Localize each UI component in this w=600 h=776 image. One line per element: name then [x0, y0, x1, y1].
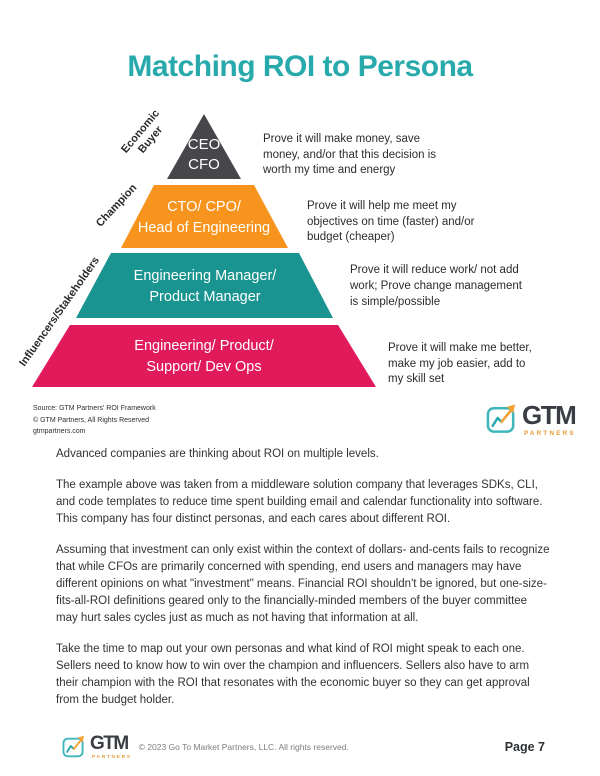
gtm-partners-logo: GTM PARTNERS: [486, 400, 577, 437]
page-footer: GTM PARTNERS © 2023 Go To Market Partner…: [0, 734, 600, 760]
source-line: Source: GTM Partners' ROI Framework: [33, 405, 156, 412]
pyramid-label-eng-product-support: Engineering/ Product/ Support/ Dev Ops: [134, 336, 273, 378]
annotation-line: Prove it will help me meet my: [307, 200, 457, 212]
gtm-chart-icon: [62, 735, 85, 758]
pyramid-label-line: Support/ Dev Ops: [146, 359, 262, 375]
side-label-line: Influencers/Stakeholders: [17, 254, 103, 369]
logo-wordmark: GTM PARTNERS: [522, 400, 577, 437]
annotation-line: my skill set: [388, 373, 445, 385]
annotation-economic-buyer: Prove it will make money, save money, an…: [263, 132, 436, 179]
source-website-link[interactable]: gtmpartners.com: [33, 428, 86, 435]
source-line: © GTM Partners, All Rights Reserved: [33, 416, 150, 424]
logo-partners-text: PARTNERS: [524, 430, 576, 437]
pyramid-label-eng-product-manager: Engineering Manager/ Product Manager: [134, 266, 277, 308]
gtm-partners-logo-footer: GTM PARTNERS: [62, 734, 132, 760]
side-label-influencers-stakeholders: Influencers/Stakeholders: [17, 255, 103, 370]
gtm-chart-icon: [486, 404, 516, 433]
footer-left: GTM PARTNERS © 2023 Go To Market Partner…: [62, 734, 349, 760]
paragraph-take-the-time: Take the time to map out your own person…: [56, 643, 530, 706]
annotation-line: make my job easier, add to: [388, 357, 526, 370]
annotation-managers: Prove it will reduce work/ not add work;…: [350, 262, 522, 310]
pyramid-label-ceo-cfo: CEO CFO: [188, 135, 221, 175]
source-attribution: Source: GTM Partners' ROI Framework © GT…: [33, 403, 156, 438]
logo-partners-text: PARTNERS: [92, 755, 132, 760]
logo-gtm-text: GTM: [90, 733, 129, 754]
logo-gtm-text: GTM: [522, 400, 577, 430]
pyramid-label-line: CEO: [187, 136, 221, 153]
annotation-line: objectives on time (faster) and/or: [307, 215, 475, 228]
annotation-line: Prove it will reduce work/ not add: [350, 264, 519, 276]
annotation-end-users: Prove it will make me better, make my jo…: [388, 341, 532, 388]
annotation-line: is simple/possible: [350, 296, 441, 308]
page-number: Page 7: [504, 740, 545, 754]
paragraph-example: The example above was taken from a middl…: [56, 479, 543, 525]
footer-copyright: © 2023 Go To Market Partners, LLC. All r…: [138, 742, 349, 752]
pyramid-label-line: CFO: [188, 156, 220, 173]
page-title: Matching ROI to Persona: [127, 50, 473, 83]
annotation-line: budget (cheaper): [307, 231, 395, 243]
pyramid-label-cto-cpo: CTO/ CPO/ Head of Engineering: [138, 197, 270, 239]
pyramid-label-line: Engineering Manager/: [133, 268, 277, 284]
pyramid-label-line: Engineering/ Product/: [134, 338, 274, 354]
annotation-line: Prove it will make me better,: [388, 342, 532, 354]
side-label-champion: Champion: [94, 182, 140, 230]
paragraph-assuming-investment: Assuming that investment can only exist …: [56, 544, 550, 624]
annotation-champion: Prove it will help me meet my objectives…: [307, 199, 474, 246]
pyramid-label-line: CTO/ CPO/: [167, 199, 241, 215]
body-copy: Advanced companies are thinking about RO…: [56, 446, 550, 723]
annotation-line: work; Prove change management: [350, 280, 522, 292]
pyramid-label-line: Head of Engineering: [137, 220, 271, 236]
side-label-economic-buyer: Economic Buyer: [119, 108, 173, 165]
annotation-line: money, and/or that this decision is: [263, 148, 437, 161]
annotation-line: worth my time and energy: [263, 164, 396, 176]
side-label-line: Champion: [93, 181, 140, 230]
logo-wordmark: GTM PARTNERS: [90, 734, 132, 760]
pyramid-label-line: Product Manager: [149, 289, 261, 305]
annotation-line: Prove it will make money, save: [263, 133, 421, 145]
paragraph-advanced-companies: Advanced companies are thinking about RO…: [56, 448, 379, 460]
